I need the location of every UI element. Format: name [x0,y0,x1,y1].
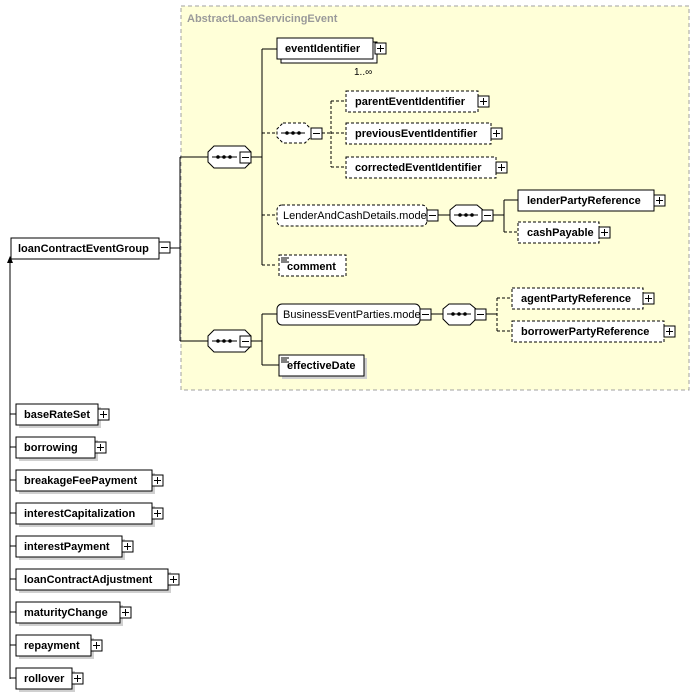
effective-date-label: effectiveDate [287,360,355,372]
substitution-member-node[interactable]: loanContractAdjustment [15,568,180,593]
expand-icon[interactable] [71,672,84,685]
group-box-title: AbstractLoanServicingEvent [187,13,338,25]
connector-lines [7,48,518,679]
cash-payable-node[interactable]: cashPayable [517,221,611,244]
lender-party-reference-label: lenderPartyReference [527,195,641,207]
borrower-party-reference-node[interactable]: borrowerPartyReference [511,320,676,343]
comment-label: comment [287,261,336,273]
expand-icon[interactable] [94,441,107,454]
previous-event-identifier-label: previousEventIdentifier [355,128,478,140]
corrected-event-identifier-label: correctedEventIdentifier [355,162,482,174]
root-group-node[interactable]: loanContractEventGroup [10,237,171,260]
previous-event-identifier-node[interactable]: previousEventIdentifier [345,122,503,145]
substitution-member-label: baseRateSet [24,409,90,421]
expand-icon[interactable] [90,639,103,652]
optional-sequence-compositor[interactable] [276,122,323,144]
expand-icon[interactable] [598,226,611,239]
expand-icon[interactable] [167,573,180,586]
agent-party-reference-label: agentPartyReference [521,293,631,305]
collapse-icon[interactable] [310,127,323,140]
simple-type-icon [281,357,289,363]
borrower-party-reference-label: borrowerPartyReference [521,326,649,338]
substitution-member-node[interactable]: repayment [15,634,103,659]
collapse-icon[interactable] [481,209,494,222]
collapse-icon[interactable] [474,308,487,321]
sequence-compositor-parties[interactable] [442,303,487,326]
sequence-compositor-2[interactable] [207,329,252,353]
substitution-member-label: repayment [24,640,80,652]
expand-icon[interactable] [151,507,164,520]
root-group-label: loanContractEventGroup [18,243,149,255]
business-event-parties-group-node[interactable]: BusinessEventParties.model [276,303,432,326]
parent-event-identifier-node[interactable]: parentEventIdentifier [345,90,490,113]
lender-and-cash-details-group-node[interactable]: LenderAndCashDetails.model [276,204,439,227]
expand-icon[interactable] [642,292,655,305]
expand-icon[interactable] [490,127,503,140]
lender-and-cash-details-label: LenderAndCashDetails.model [283,210,429,222]
agent-party-reference-node[interactable]: agentPartyReference [511,287,655,310]
substitution-member-node[interactable]: borrowing [15,436,107,461]
substitution-member-label: interestCapitalization [24,508,136,520]
expand-icon[interactable] [477,95,490,108]
sequence-compositor-1[interactable] [207,145,252,169]
sequence-compositor-lender[interactable] [449,204,494,227]
collapse-icon[interactable] [158,241,171,254]
substitution-member-label: rollover [24,673,65,685]
substitution-member-node[interactable]: rollover [15,667,84,692]
expand-icon[interactable] [97,408,110,421]
cash-payable-label: cashPayable [527,227,594,239]
effective-date-node[interactable]: effectiveDate [278,354,367,379]
collapse-icon[interactable] [419,308,432,321]
corrected-event-identifier-node[interactable]: correctedEventIdentifier [345,156,508,179]
collapse-icon[interactable] [239,151,252,164]
collapse-icon[interactable] [239,335,252,348]
expand-icon[interactable] [121,540,134,553]
simple-type-icon [281,257,289,263]
substitution-member-label: interestPayment [24,541,110,553]
expand-icon[interactable] [495,161,508,174]
event-identifier-label: eventIdentifier [285,43,361,55]
comment-node[interactable]: comment [278,254,347,277]
collapse-icon[interactable] [426,209,439,222]
substitution-member-label: borrowing [24,442,78,454]
expand-icon[interactable] [663,325,676,338]
expand-icon[interactable] [374,42,387,55]
expand-icon[interactable] [653,194,666,207]
substitution-member-label: loanContractAdjustment [24,574,153,586]
substitution-member-node[interactable]: interestCapitalization [15,502,164,527]
substitution-member-node[interactable]: baseRateSet [15,403,110,428]
substitution-member-node[interactable]: breakageFeePayment [15,469,164,494]
substitution-member-node[interactable]: interestPayment [15,535,134,560]
business-event-parties-label: BusinessEventParties.model [283,309,423,321]
event-identifier-cardinality: 1..∞ [354,67,372,78]
expand-icon[interactable] [119,606,132,619]
lender-party-reference-node[interactable]: lenderPartyReference [517,189,666,212]
substitution-member-label: breakageFeePayment [24,475,137,487]
substitution-member-label: maturityChange [24,607,108,619]
substitution-member-node[interactable]: maturityChange [15,601,132,626]
substitution-group-members: baseRateSet borrowing breakageFeePayment in… [15,403,180,692]
expand-icon[interactable] [151,474,164,487]
event-identifier-node[interactable]: eventIdentifier 1..∞ [276,37,387,78]
parent-event-identifier-label: parentEventIdentifier [355,96,466,108]
